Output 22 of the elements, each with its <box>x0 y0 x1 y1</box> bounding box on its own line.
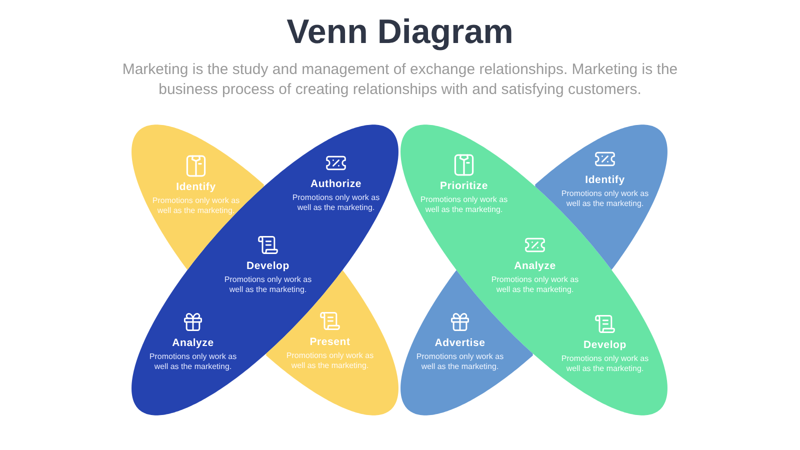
item-heading: Identify <box>176 181 216 194</box>
item-description: Promotions only work as well as the marketing. <box>223 275 313 295</box>
item-description: Promotions only work as well as the marketing. <box>151 196 241 216</box>
title: Venn Diagram <box>286 12 514 52</box>
item-heading: Analyze <box>172 337 214 350</box>
subtitle-text: Marketing is the study and management of exchange relationships. Marketing is the business process of creating relationships with and satisfying customers. <box>121 60 679 100</box>
item-heading: Authorize <box>310 178 362 191</box>
item-heading: Develop <box>246 260 290 273</box>
item-description: Promotions only work as well as the marketing. <box>560 189 650 209</box>
item-description: Promotions only work as well as the marketing. <box>285 351 375 371</box>
item-heading: Develop <box>584 339 626 352</box>
item-description: Promotions only work as well as the marketing. <box>419 195 509 215</box>
item-heading: Identify <box>585 174 625 187</box>
item-heading: Present <box>310 336 350 349</box>
item-description: Promotions only work as well as the marketing. <box>560 354 650 374</box>
item-heading: Prioritize <box>440 180 488 193</box>
item-heading: Analyze <box>514 260 556 273</box>
item-description: Promotions only work as well as the marketing. <box>148 352 238 372</box>
item-heading: Advertise <box>434 337 486 350</box>
item-description: Promotions only work as well as the marketing. <box>415 352 505 372</box>
item-description: Promotions only work as well as the marketing. <box>490 275 580 295</box>
item-description: Promotions only work as well as the marketing. <box>291 193 381 213</box>
